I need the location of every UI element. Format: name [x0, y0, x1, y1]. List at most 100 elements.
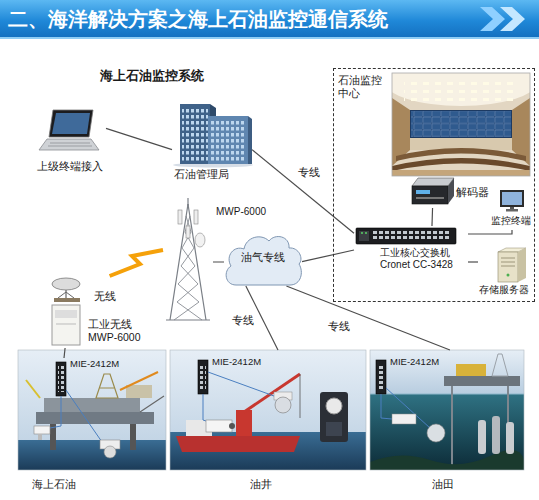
control-room-photo: [392, 73, 530, 106]
storage-icon: [498, 252, 518, 282]
wireless-device-icon: [56, 324, 76, 325]
cable-link: [302, 250, 354, 262]
laptop: [50, 143, 90, 144]
monitor-icon: [506, 209, 518, 212]
offshore-platform-photo: [38, 434, 42, 440]
cable-link: [468, 261, 478, 262]
offshore-platform-photo: [126, 385, 152, 398]
wireless-device-icon: [55, 310, 77, 318]
node-label: 石油管理局: [174, 168, 246, 181]
site-photo: 油田MIE-2412M: [370, 350, 524, 494]
offshore-platform-photo: [50, 396, 61, 428]
offshore-platform-photo: [18, 440, 166, 470]
banner: [0, 0, 539, 38]
oil-well-photo: [208, 372, 274, 396]
oil-well-photo: [170, 350, 366, 470]
monitor-icon: [510, 207, 514, 209]
radio-tower: [174, 216, 199, 320]
oil-well-photo: [206, 420, 232, 432]
cable-link: [468, 230, 512, 234]
office-building: [208, 116, 248, 164]
oil-field-photo: [370, 350, 524, 470]
node-label: 监控终端: [490, 215, 532, 227]
wireless-device-icon: [52, 278, 80, 345]
cable-link: [106, 128, 172, 149]
network-cloud: 油气专线: [224, 232, 302, 286]
node-label: 石油监控中心: [338, 74, 386, 100]
oil-field-photo: [378, 364, 384, 390]
decoder-node: 解码器: [410, 176, 492, 208]
offshore-platform-photo: [18, 350, 166, 470]
wireless-device-icon: [58, 292, 66, 298]
radio-tower: [166, 319, 210, 320]
node-label: 解码器: [456, 186, 490, 199]
oil-well-photo: [170, 350, 366, 470]
oil-well-photo: [170, 350, 366, 470]
core-switch-icon: [359, 231, 369, 241]
offshore-platform-photo: [104, 446, 116, 458]
oil-field-photo: [370, 394, 524, 470]
control-room-photo: [383, 54, 539, 176]
oil-well-photo: [244, 374, 300, 412]
core-switch-icon: [356, 228, 456, 244]
offshore-platform-photo: [36, 412, 154, 424]
oil-field-photo: [370, 350, 524, 394]
node-label: 海上石油: [32, 478, 92, 491]
banner-title: 二、海洋解决方案之海上石油监控通信系统: [8, 7, 388, 31]
tower-node: MWP-6000: [163, 198, 213, 322]
offshore-platform-photo: [96, 374, 118, 398]
switch-node: 工业核心交换机 Cronet CC-3428: [354, 226, 468, 274]
decoder-icon: [412, 178, 454, 204]
oil-field-photo: [370, 350, 524, 470]
cable-link: [213, 261, 224, 262]
core-switch-icon: [372, 231, 450, 241]
wireless-device-icon: [54, 298, 80, 302]
offshore-platform-photo: [120, 372, 158, 390]
decoder-icon: [416, 190, 430, 194]
wireless-device-icon: [52, 305, 80, 345]
node-label: MIE-2412M: [390, 356, 444, 367]
node-label: MWP-6000: [216, 206, 270, 218]
office-building: [182, 108, 208, 162]
banner: [0, 0, 539, 39]
oil-well-photo: [300, 374, 301, 418]
offshore-platform-photo: [58, 366, 64, 392]
office-building: [248, 116, 252, 164]
radio-tower: [178, 210, 182, 224]
edge-label: 专线: [326, 320, 352, 333]
offshore-platform-photo: [26, 380, 40, 398]
radio-tower: [166, 198, 210, 320]
oil-field-photo: [370, 350, 524, 470]
diagram-subtitle: 海上石油监控系统: [100, 68, 204, 84]
oil-field-photo: [370, 450, 524, 470]
oil-field-photo: [492, 416, 500, 454]
wireless-link: [110, 250, 163, 276]
edge-label: 无线: [92, 290, 118, 303]
laptop: [39, 139, 99, 150]
field-switch: MIE-2412M: [54, 358, 126, 398]
terminal-node: 上级终端接入: [36, 108, 106, 176]
monitor-center-box: 石油监控中心解码器监控终端工业核心交换机 Cronet CC-3428存储服务器: [333, 68, 535, 302]
banner: [0, 37, 539, 39]
oil-field-photo: [381, 394, 392, 419]
radio-tower: [170, 204, 188, 320]
radio-tower: [186, 226, 190, 238]
edge-label: 专线: [296, 166, 322, 179]
cable-link: [431, 208, 433, 226]
office-building: [173, 104, 253, 168]
radio-tower: [195, 233, 205, 247]
oil-field-photo: [444, 376, 520, 386]
control-room-photo: [392, 73, 530, 176]
oil-well-photo: [198, 360, 208, 394]
wireless-device-icon: [66, 292, 74, 298]
oil-well-photo: [320, 392, 348, 442]
core-switch-icon: [365, 232, 367, 234]
offshore-platform-photo: [140, 396, 164, 412]
control-room-photo: [411, 111, 511, 137]
node-label: MIE-2412M: [70, 358, 126, 369]
storage-icon: [501, 266, 515, 267]
control-room-photo: [404, 78, 518, 102]
oil-field-photo: [386, 388, 430, 428]
field-switch: MIE-2412M: [196, 356, 264, 398]
oil-field-photo: [492, 354, 508, 376]
